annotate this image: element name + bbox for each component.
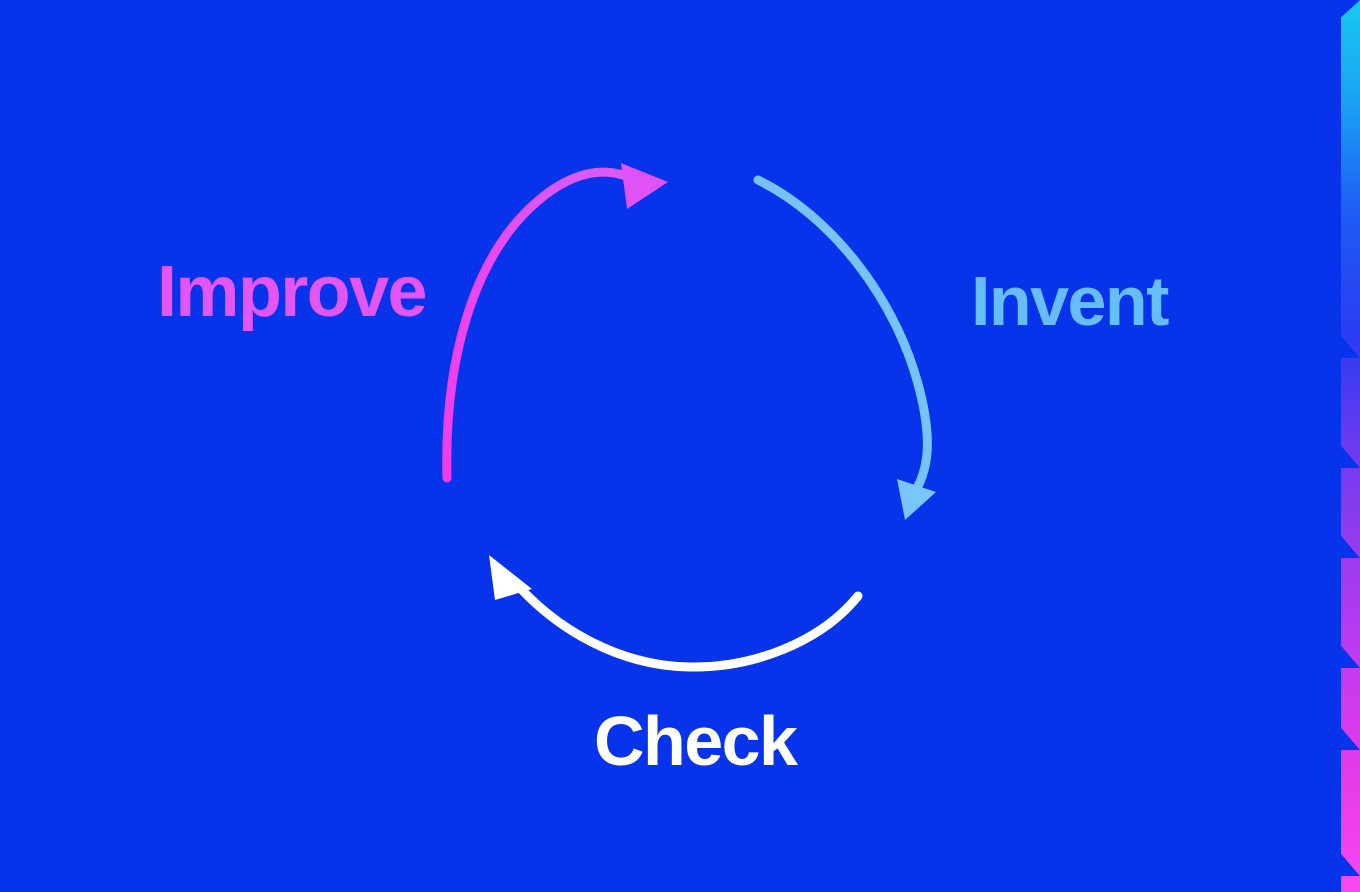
check-arrow-arc: [508, 575, 863, 672]
check-arrow: [489, 555, 863, 672]
improve-arrow: [442, 163, 668, 483]
edge-strip-notches: [1336, 0, 1360, 876]
check-arrow-head: [489, 555, 532, 600]
cycle-label-invent: Invent: [971, 262, 1169, 340]
cycle-label-improve: Improve: [157, 252, 428, 332]
improve-arrow-arc: [442, 167, 642, 483]
improve-arrow-head: [621, 163, 668, 209]
invent-arrow-arc: [753, 175, 932, 495]
cycle-label-check: Check: [594, 702, 798, 780]
edge-strip-inner-margin: [1336, 0, 1341, 892]
gradient-edge-strip: [1336, 0, 1360, 892]
invent-arrow: [753, 175, 936, 520]
invent-arrow-head: [897, 479, 936, 520]
